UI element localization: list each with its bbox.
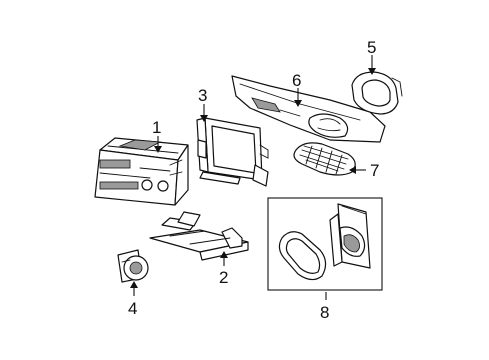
speaker-adapter-kit-part [278, 203, 371, 281]
callout-3: 3 [198, 86, 207, 105]
callout-7: 7 [370, 161, 379, 180]
kit-group-box [267, 197, 383, 291]
mounting-bracket-part [196, 117, 269, 187]
callout-4: 4 [128, 299, 137, 318]
leader-lines [130, 55, 376, 300]
callout-2: 2 [219, 268, 228, 287]
support-bracket-part [149, 211, 249, 261]
speaker-grille-part [293, 142, 356, 176]
dash-trim-panel-part [231, 75, 386, 143]
callout-1: 1 [152, 118, 161, 137]
callout-6: 6 [292, 71, 301, 90]
callout-5: 5 [367, 38, 376, 57]
speaker-trim-ring-part [351, 71, 403, 115]
callout-8: 8 [320, 303, 329, 322]
radio-receiver-part [94, 137, 189, 206]
tweeter-part [117, 249, 149, 283]
